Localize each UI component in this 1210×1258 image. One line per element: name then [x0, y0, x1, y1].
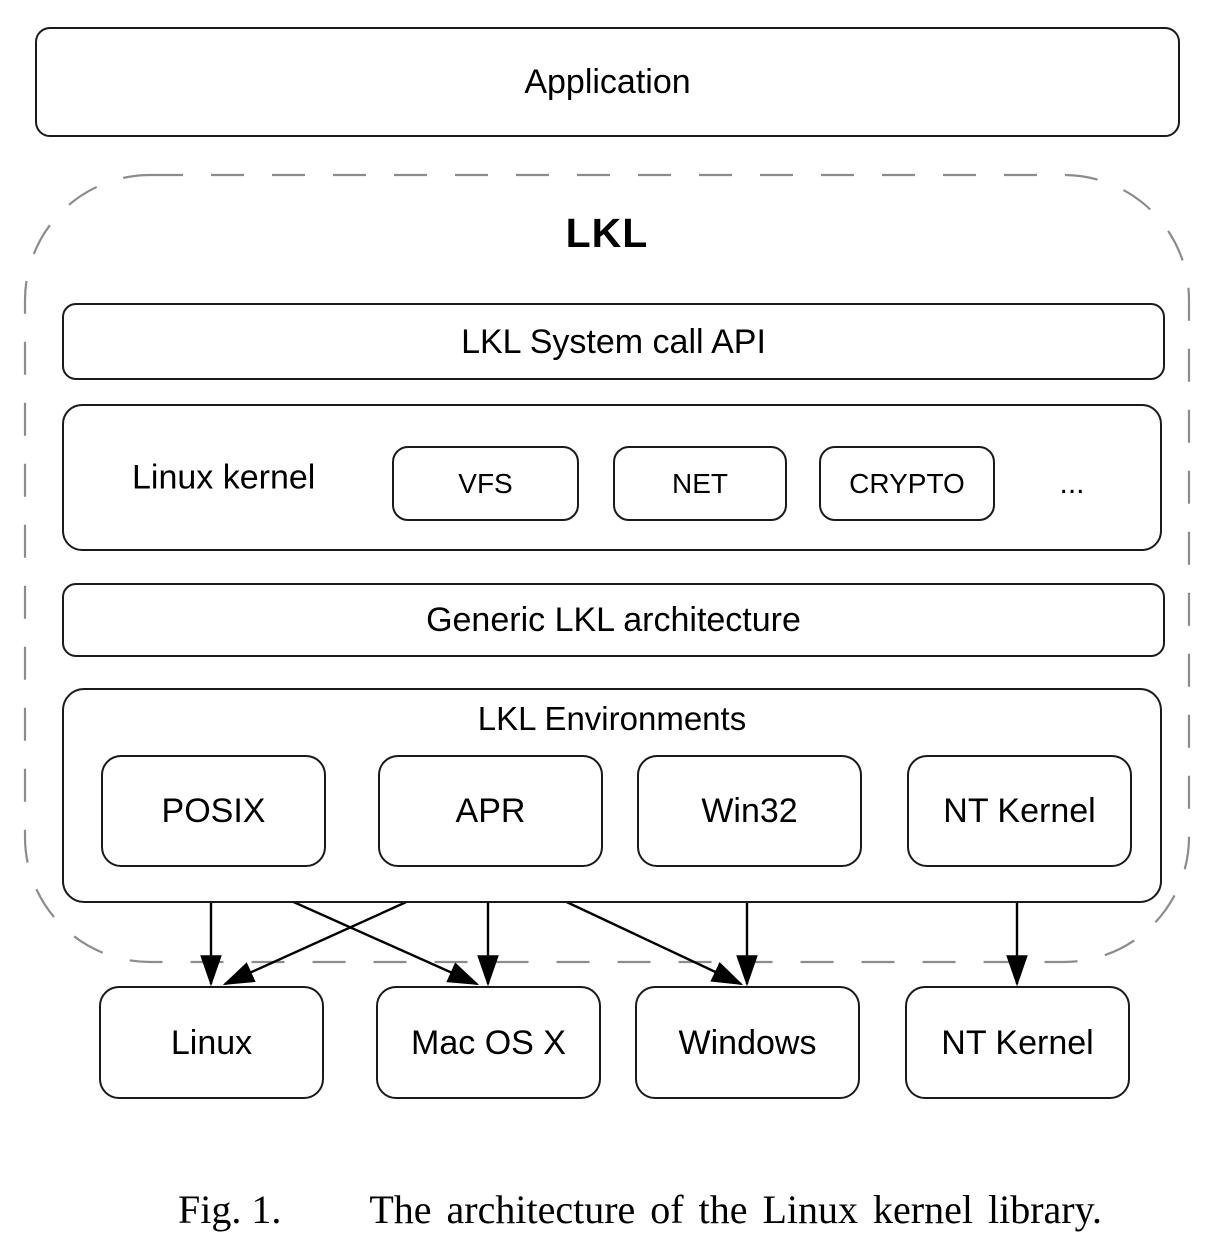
linux-kernel-box: Linux kernel VFS NET CRYPTO ...: [62, 404, 1162, 551]
more-modules-ellipsis: ...: [1059, 466, 1085, 500]
crypto-box: CRYPTO: [819, 446, 995, 521]
env-win32-box: Win32: [637, 755, 862, 867]
host-windows-label: Windows: [678, 1023, 817, 1062]
host-macosx-box: Mac OS X: [376, 986, 601, 1099]
application-label: Application: [524, 63, 691, 101]
host-windows-box: Windows: [635, 986, 860, 1099]
host-macosx-label: Mac OS X: [411, 1023, 566, 1062]
net-label: NET: [672, 467, 728, 499]
env-ntkernel-label: NT Kernel: [943, 792, 1096, 830]
application-box: Application: [35, 27, 1180, 137]
env-posix-label: POSIX: [161, 792, 266, 830]
environments-box: LKL Environments POSIX APR Win32 NT Kern…: [62, 688, 1162, 903]
env-ntkernel-box: NT Kernel: [907, 755, 1132, 867]
vfs-label: VFS: [458, 467, 513, 499]
host-linux-label: Linux: [170, 1023, 253, 1062]
syscall-api-box: LKL System call API: [62, 303, 1165, 380]
crypto-label: CRYPTO: [849, 467, 965, 499]
lkl-title: LKL: [565, 210, 649, 256]
host-linux-box: Linux: [99, 986, 324, 1099]
env-apr-label: APR: [455, 792, 526, 830]
net-box: NET: [613, 446, 787, 521]
generic-architecture-box: Generic LKL architecture: [62, 583, 1165, 657]
generic-architecture-label: Generic LKL architecture: [426, 601, 801, 639]
figure-caption-text: The architecture of the Linux kernel lib…: [369, 1187, 1102, 1232]
host-ntkernel-box: NT Kernel: [905, 986, 1130, 1099]
env-win32-label: Win32: [701, 792, 798, 830]
linux-kernel-label: Linux kernel: [132, 458, 316, 496]
env-posix-box: POSIX: [101, 755, 326, 867]
host-ntkernel-label: NT Kernel: [941, 1023, 1094, 1062]
env-apr-box: APR: [378, 755, 603, 867]
environments-title: LKL Environments: [477, 700, 747, 737]
figure-caption-number: Fig. 1.: [178, 1187, 282, 1232]
syscall-api-label: LKL System call API: [461, 322, 766, 361]
vfs-box: VFS: [392, 446, 579, 521]
figure-caption: Fig. 1. The architecture of the Linux ker…: [0, 1186, 1210, 1233]
